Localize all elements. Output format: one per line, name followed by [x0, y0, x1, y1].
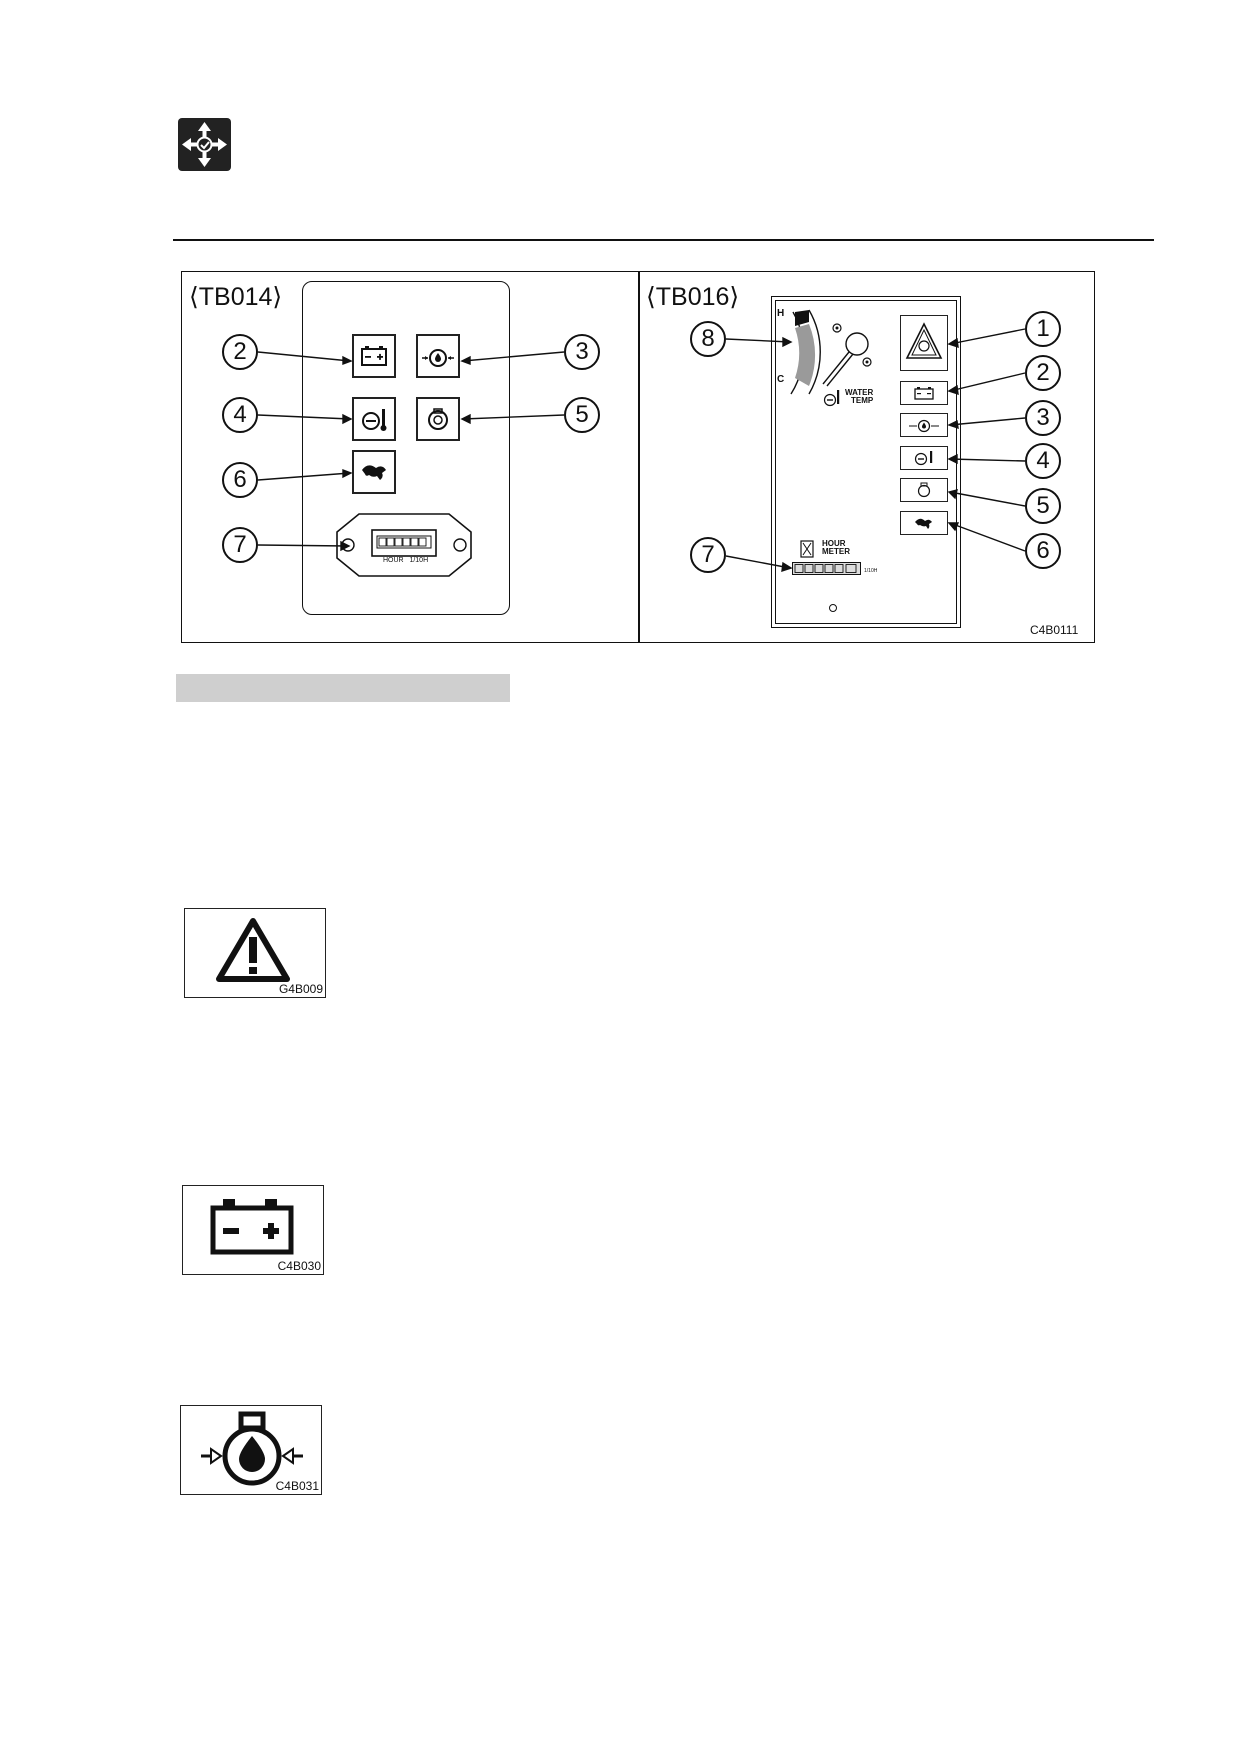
callout-6-right: 6	[1025, 533, 1061, 569]
instrument-panel-figure: ⟨TB014⟩ 2 3 4 5 6 7 HOUR 1/10H	[181, 271, 1095, 643]
callout-5-left: 5	[564, 397, 600, 433]
figure-divider	[638, 272, 640, 642]
oil-pressure-symbol-code: C4B031	[275, 1479, 319, 1493]
callout-7-left: 7	[222, 527, 258, 563]
callout-1-right: 1	[1025, 311, 1061, 347]
hour-meter-left-label: HOUR 1/10H	[383, 557, 429, 564]
gauge-cold-label: C	[777, 374, 785, 385]
left-panel-plate	[302, 281, 510, 615]
header-rule	[173, 239, 1154, 241]
water-temp-small-icon	[823, 390, 840, 407]
oil-pressure-lamp-icon	[416, 334, 460, 378]
warning-triangle-icon	[216, 918, 290, 982]
section-heading-bar	[176, 674, 510, 702]
right-panel-title: ⟨TB016⟩	[646, 283, 740, 311]
gauge-hot-label: H	[777, 308, 785, 319]
hour-meter-left: HOUR 1/10H	[336, 512, 472, 578]
callout-3-right: 3	[1025, 400, 1061, 436]
hourglass-icon	[800, 540, 814, 558]
callout-2-right: 2	[1025, 355, 1061, 391]
water-temp-label: WATER TEMP	[845, 388, 874, 405]
panel-hole	[829, 604, 837, 612]
hour-meter-right-label: HOUR METER	[822, 539, 850, 556]
battery-symbol-code: C4B030	[277, 1259, 321, 1273]
oil-pressure-icon	[201, 1411, 303, 1486]
callout-2-left: 2	[222, 334, 258, 370]
water-temp-lamp-small-icon	[900, 446, 948, 470]
glow-plug-lamp-small-icon	[900, 511, 948, 535]
oil-pressure-symbol-box: C4B031	[180, 1405, 322, 1495]
callout-4-left: 4	[222, 397, 258, 433]
water-temp-gauge	[790, 309, 872, 395]
water-temp-lamp-icon	[352, 397, 396, 441]
callout-4-right: 4	[1025, 443, 1061, 479]
callout-6-left: 6	[222, 462, 258, 498]
left-panel-title: ⟨TB014⟩	[189, 283, 283, 311]
master-warning-lamp-icon	[900, 315, 948, 371]
battery-icon	[210, 1199, 294, 1255]
left-leader-lines	[257, 351, 565, 552]
warning-symbol-code: G4B009	[278, 982, 323, 996]
battery-lamp-icon	[352, 334, 396, 378]
callout-5-right: 5	[1025, 488, 1061, 524]
air-filter-lamp-small-icon	[900, 478, 948, 502]
figure-code: C4B0111	[1030, 623, 1079, 637]
battery-symbol-box: C4B030	[182, 1185, 324, 1275]
battery-lamp-small-icon	[900, 381, 948, 405]
right-leader-lines	[725, 328, 1026, 573]
move-arrows-icon	[178, 118, 231, 171]
hour-meter-right-digits	[792, 562, 861, 575]
callout-7-right: 7	[690, 537, 726, 573]
warning-symbol-box: G4B009	[184, 908, 326, 998]
callout-8-right: 8	[690, 321, 726, 357]
glow-plug-lamp-icon	[352, 450, 396, 494]
hour-meter-right-unit: 1/10H	[864, 568, 878, 574]
callout-3-left: 3	[564, 334, 600, 370]
right-panel-plate-outer	[771, 296, 961, 628]
air-filter-lamp-icon	[416, 397, 460, 441]
